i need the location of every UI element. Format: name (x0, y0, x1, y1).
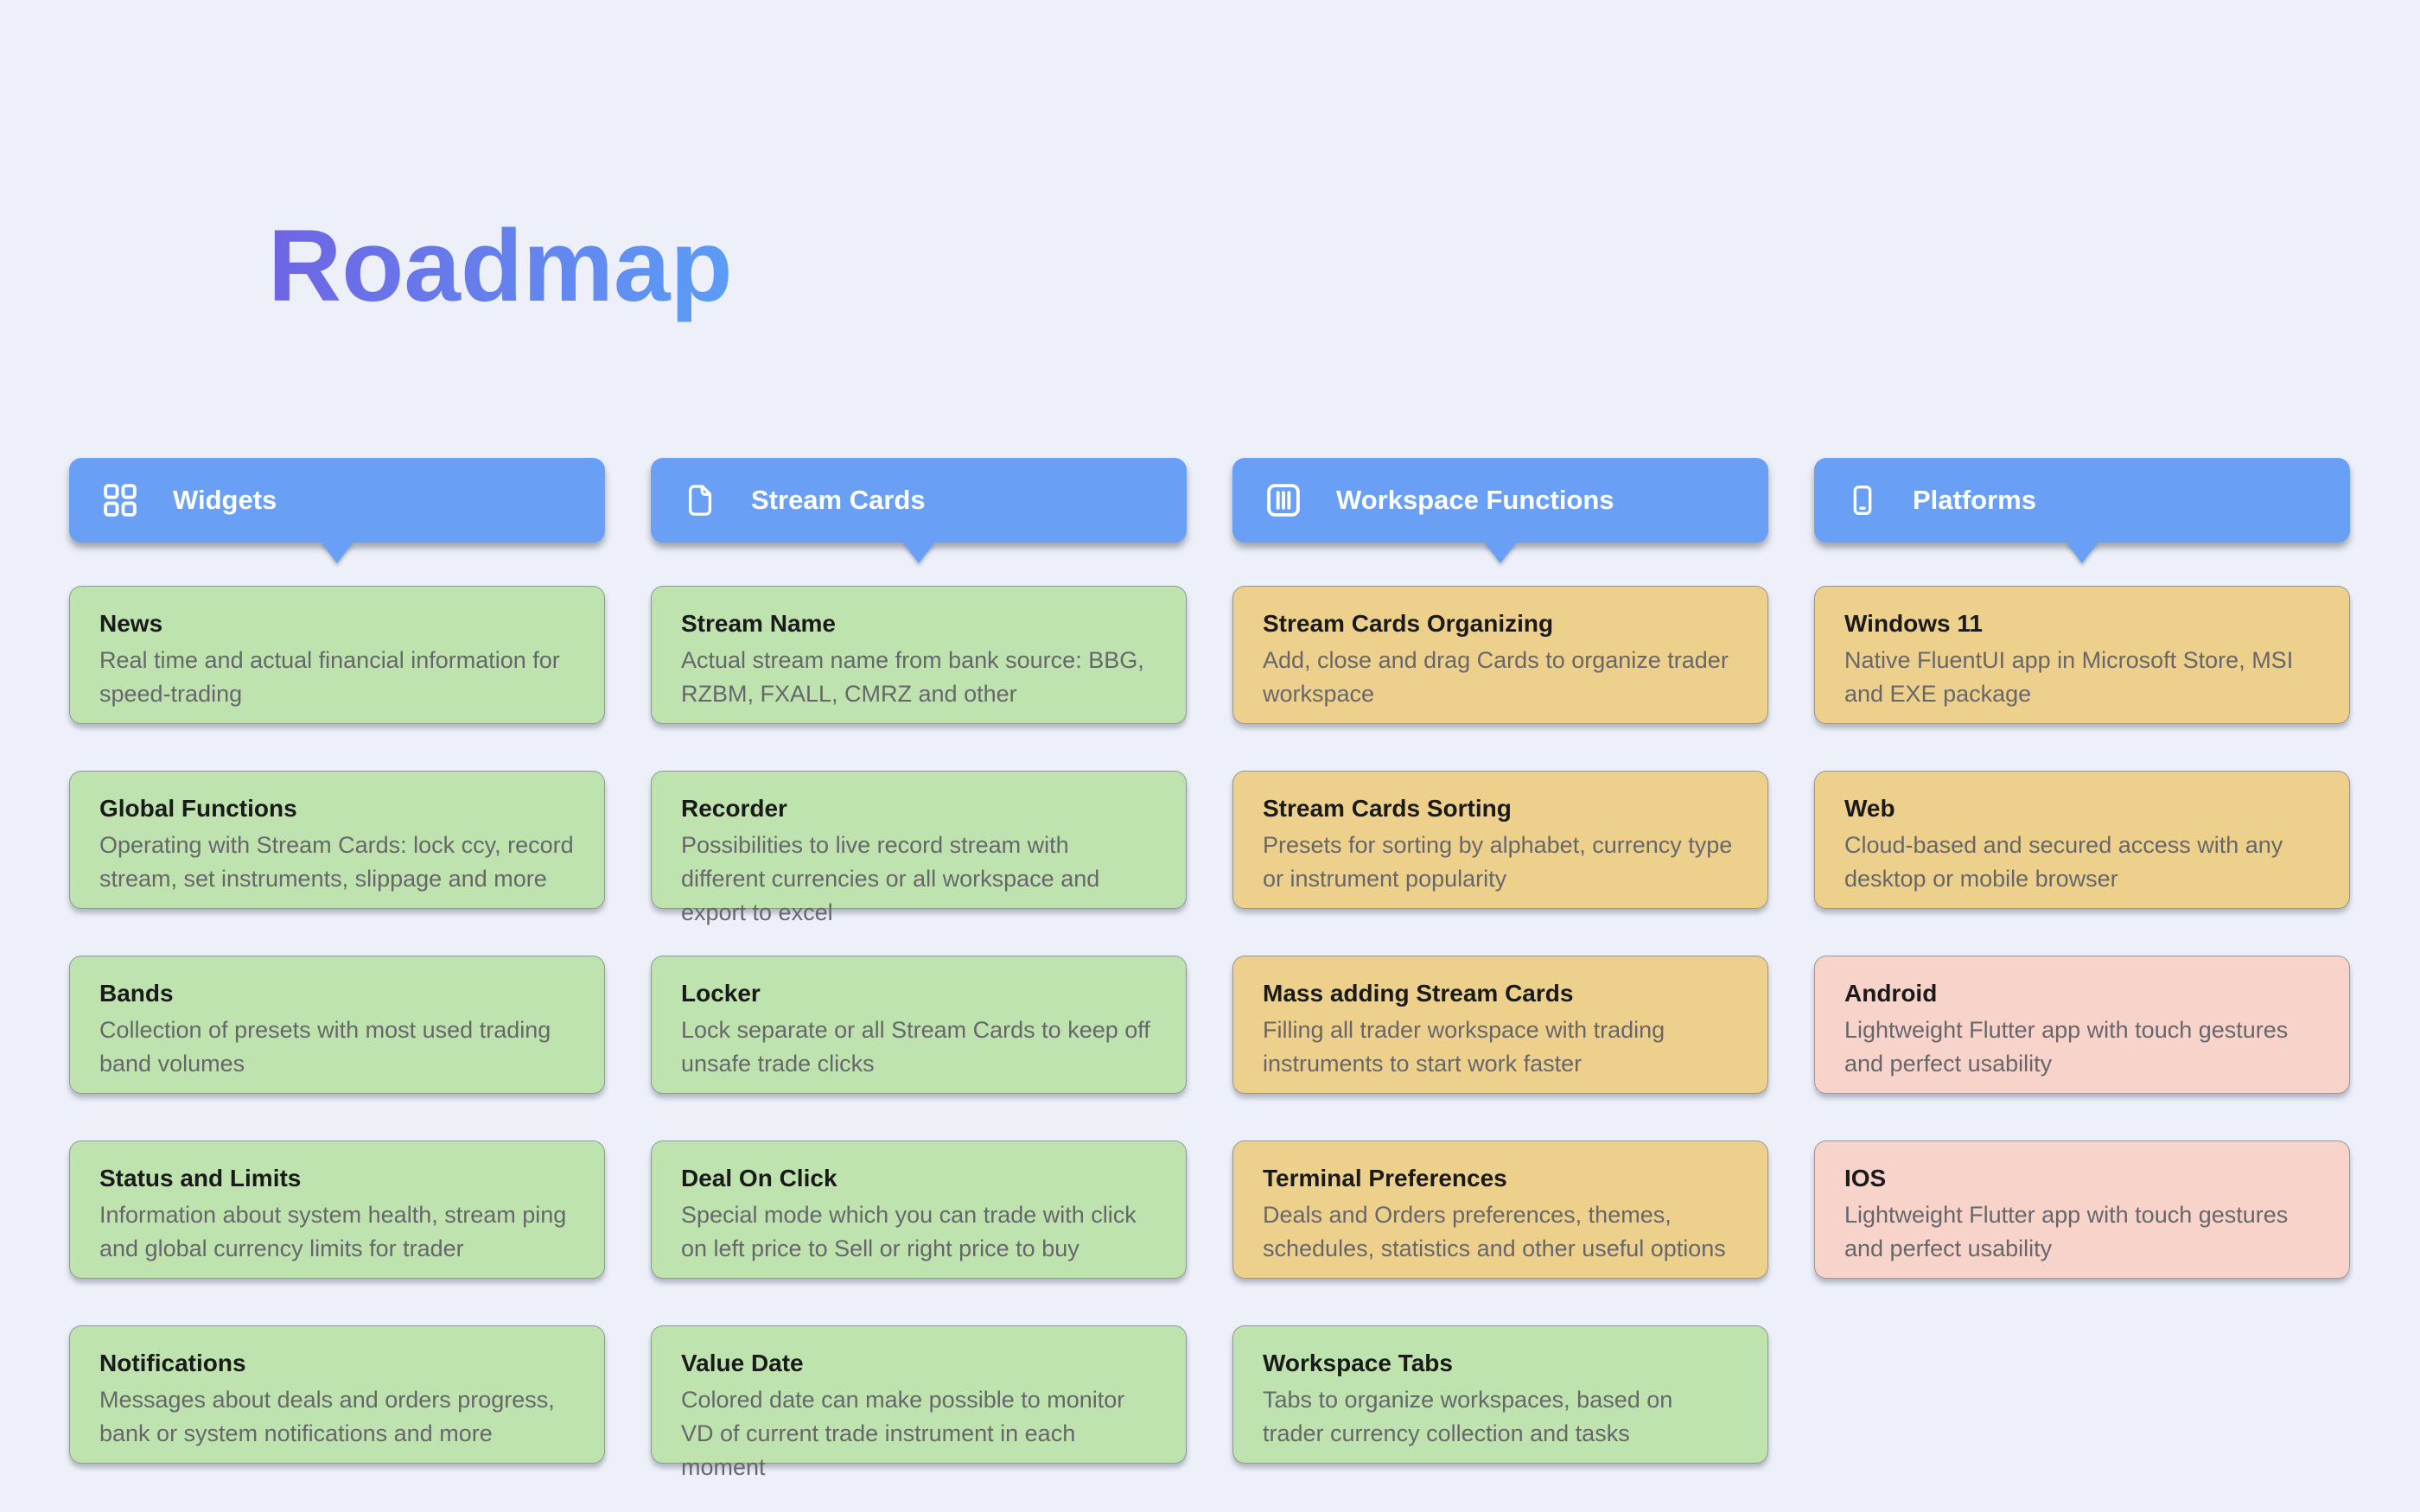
card-recorder: Recorder Possibilities to live record st… (651, 771, 1187, 925)
grid-icon (100, 480, 140, 520)
column-header-label: Stream Cards (751, 485, 926, 515)
card-ios: IOS Lightweight Flutter app with touch g… (1814, 1140, 2350, 1279)
card-description: Real time and actual financial informati… (99, 647, 560, 707)
document-icon (682, 480, 718, 520)
column-workspace-functions: Workspace Functions Stream Cards Organiz… (1232, 458, 1768, 1464)
page-title: Roadmap (268, 209, 733, 323)
column-stream-cards: Stream Cards Stream Name Actual stream n… (651, 458, 1187, 1480)
column-header-widgets: Widgets (69, 458, 605, 543)
card-global-functions: Global Functions Operating with Stream C… (69, 771, 605, 909)
card-web: Web Cloud-based and secured access with … (1814, 771, 2350, 909)
column-platforms: Platforms Windows 11 Native FluentUI app… (1814, 458, 2350, 1464)
card-title: Android (1844, 980, 1938, 1007)
card-bands: Bands Collection of presets with most us… (69, 956, 605, 1094)
card-mass-adding-stream-cards: Mass adding Stream Cards Filling all tra… (1232, 956, 1768, 1094)
card-deal-on-click: Deal On Click Special mode which you can… (651, 1140, 1187, 1279)
card-title: Mass adding Stream Cards (1263, 980, 1574, 1007)
column-header-platforms: Platforms (1814, 458, 2350, 543)
card-title: Workspace Tabs (1263, 1350, 1453, 1376)
card-title: Value Date (681, 1350, 804, 1376)
column-header-label: Widgets (173, 485, 277, 515)
card-title: Stream Cards Sorting (1263, 795, 1512, 822)
card-description: Information about system health, stream … (99, 1202, 567, 1261)
column-widgets: Widgets News Real time and actual financ… (69, 458, 605, 1464)
card-value-date: Value Date Colored date can make possibl… (651, 1325, 1187, 1480)
card-title: Notifications (99, 1350, 246, 1376)
card-description: Lightweight Flutter app with touch gestu… (1844, 1202, 2289, 1261)
card-title: Locker (681, 980, 761, 1007)
column-header-stream-cards: Stream Cards (651, 458, 1187, 543)
card-title: Bands (99, 980, 174, 1007)
columns-icon (1264, 480, 1303, 520)
card-title: Status and Limits (99, 1165, 302, 1191)
card-title: Stream Cards Organizing (1263, 610, 1554, 637)
card-stream-name: Stream Name Actual stream name from bank… (651, 586, 1187, 724)
card-description: Collection of presets with most used tra… (99, 1017, 551, 1077)
card-title: IOS (1844, 1165, 1887, 1191)
card-title: Terminal Preferences (1263, 1165, 1507, 1191)
card-description: Deals and Orders preferences, themes, sc… (1263, 1202, 1726, 1261)
card-title: Recorder (681, 795, 787, 822)
card-description: Cloud-based and secured access with any … (1844, 832, 2283, 892)
card-description: Actual stream name from bank source: BBG… (681, 647, 1144, 707)
card-description: Native FluentUI app in Microsoft Store, … (1844, 647, 2294, 707)
card-title: Global Functions (99, 795, 297, 822)
card-notifications: Notifications Messages about deals and o… (69, 1325, 605, 1464)
card-description: Filling all trader workspace with tradin… (1263, 1017, 1665, 1077)
card-description: Operating with Stream Cards: lock ccy, r… (99, 832, 574, 892)
card-description: Messages about deals and orders progress… (99, 1387, 555, 1446)
card-android: Android Lightweight Flutter app with tou… (1814, 956, 2350, 1094)
card-description: Presets for sorting by alphabet, currenc… (1263, 832, 1733, 892)
card-terminal-preferences: Terminal Preferences Deals and Orders pr… (1232, 1140, 1768, 1279)
card-stream-cards-organizing: Stream Cards Organizing Add, close and d… (1232, 586, 1768, 724)
card-description: Lock separate or all Stream Cards to kee… (681, 1017, 1150, 1077)
card-description: Possibilities to live record stream with… (681, 832, 1100, 925)
column-header-label: Workspace Functions (1336, 485, 1614, 515)
card-title: Web (1844, 795, 1895, 822)
card-title: Stream Name (681, 610, 836, 637)
card-news: News Real time and actual financial info… (69, 586, 605, 724)
card-title: Deal On Click (681, 1165, 837, 1191)
card-description: Lightweight Flutter app with touch gestu… (1844, 1017, 2289, 1077)
column-header-label: Platforms (1913, 485, 2036, 515)
card-description: Colored date can make possible to monito… (681, 1387, 1125, 1480)
card-title: Windows 11 (1844, 610, 1984, 637)
smartphone-icon (1845, 480, 1880, 521)
card-windows-11: Windows 11 Native FluentUI app in Micros… (1814, 586, 2350, 724)
card-description: Special mode which you can trade with cl… (681, 1202, 1137, 1261)
card-status-and-limits: Status and Limits Information about syst… (69, 1140, 605, 1279)
card-description: Tabs to organize workspaces, based on tr… (1263, 1387, 1673, 1446)
column-header-workspace-functions: Workspace Functions (1232, 458, 1768, 543)
card-locker: Locker Lock separate or all Stream Cards… (651, 956, 1187, 1094)
card-title: News (99, 610, 163, 637)
card-workspace-tabs: Workspace Tabs Tabs to organize workspac… (1232, 1325, 1768, 1464)
card-description: Add, close and drag Cards to organize tr… (1263, 647, 1729, 707)
card-stream-cards-sorting: Stream Cards Sorting Presets for sorting… (1232, 771, 1768, 909)
roadmap-board: Widgets News Real time and actual financ… (69, 458, 2350, 1480)
